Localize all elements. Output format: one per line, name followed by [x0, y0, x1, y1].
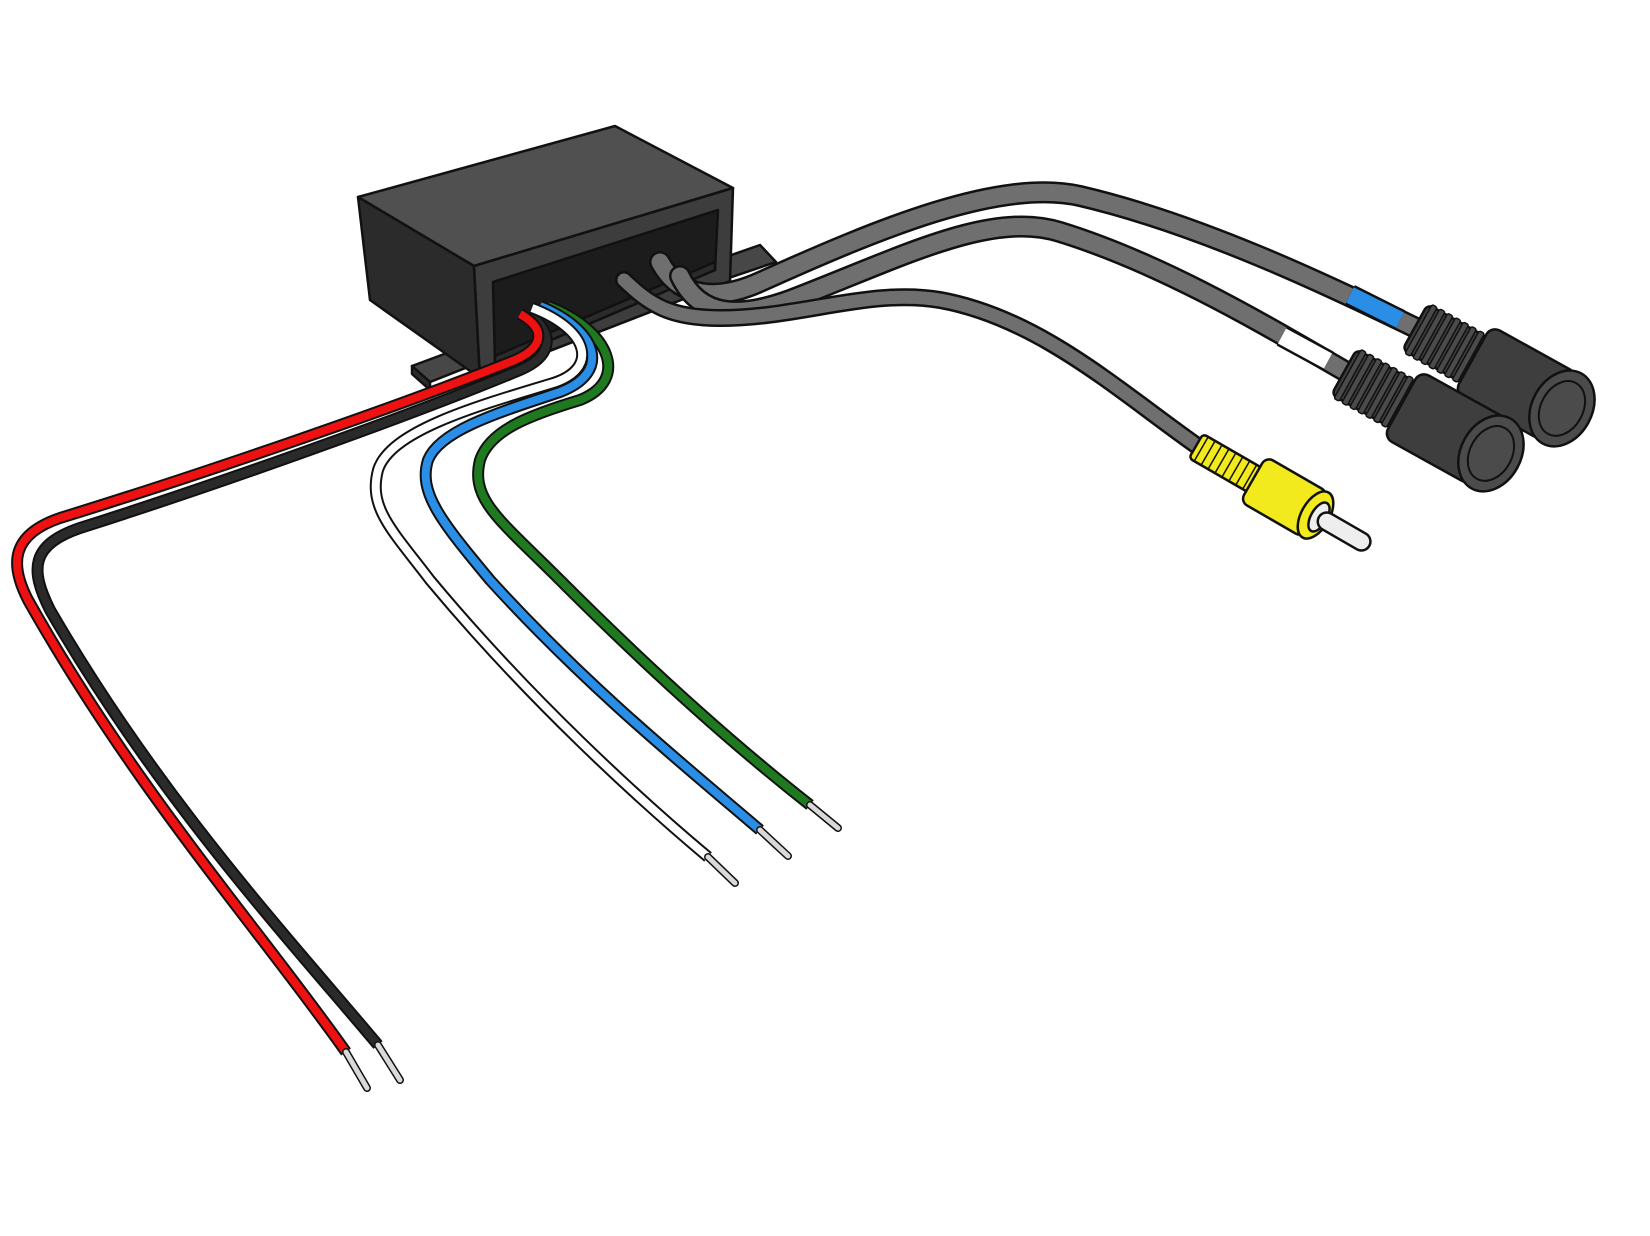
gray-cables	[615, 181, 1431, 457]
round-connector-lower	[1332, 349, 1525, 493]
white-wire	[369, 302, 712, 862]
red-wire	[11, 308, 545, 1056]
blue-sleeve	[1346, 287, 1404, 328]
signal-wires	[11, 300, 842, 1092]
blue-marked-cable	[649, 181, 1431, 341]
rca-plug	[1189, 434, 1372, 552]
black-wire	[31, 309, 553, 1049]
white-sleeve	[1277, 328, 1333, 369]
green-wire	[472, 300, 814, 810]
module-housing	[356, 124, 778, 392]
video-cable	[615, 271, 1209, 457]
round-connector-upper	[1403, 304, 1596, 448]
blue-wire	[419, 300, 764, 835]
